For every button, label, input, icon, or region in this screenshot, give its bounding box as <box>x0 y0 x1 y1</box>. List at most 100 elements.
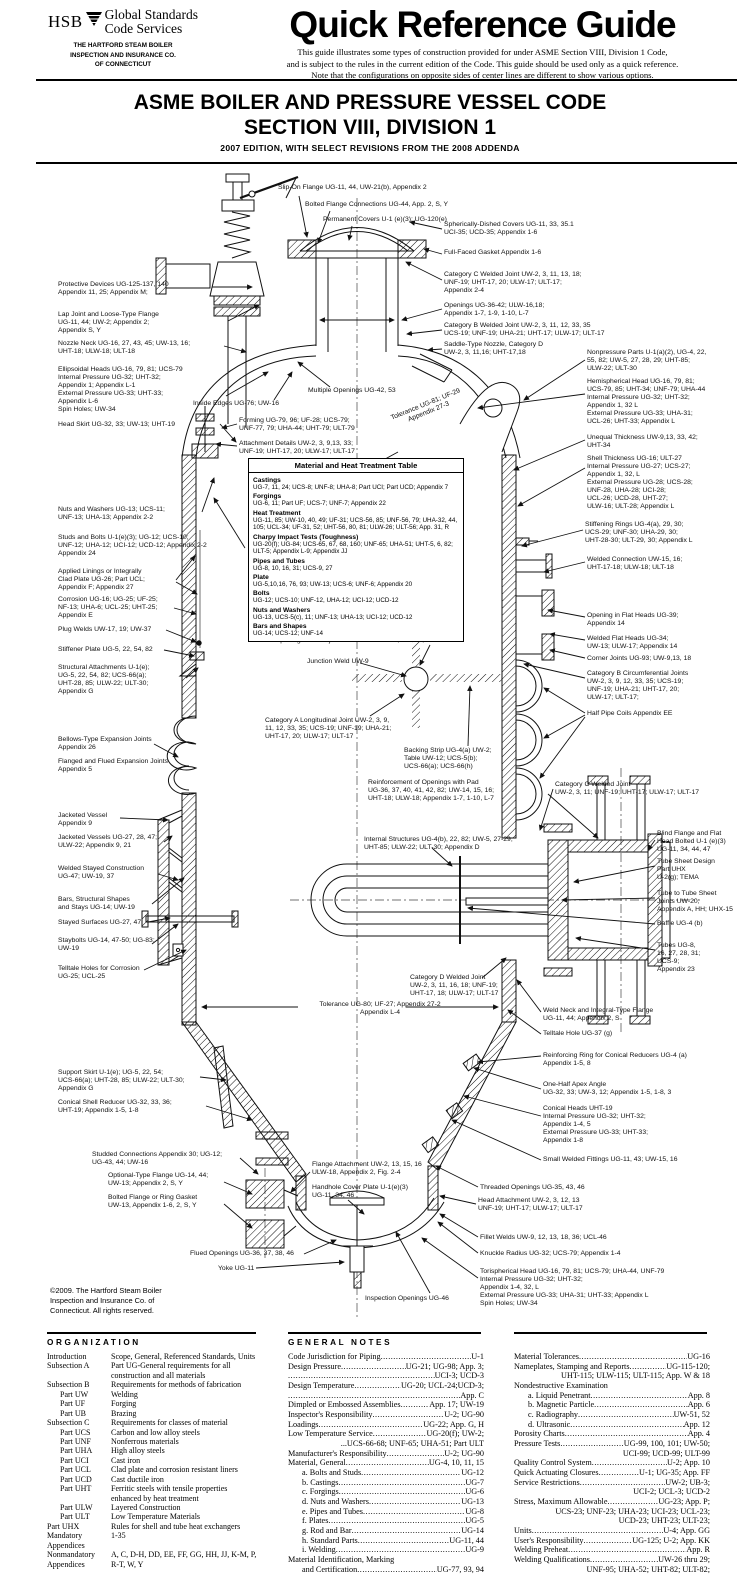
general-note: UCI-99; UCD-99; ULT-99 <box>622 1448 710 1458</box>
hsb-logo-text: HSB <box>48 12 83 32</box>
organization-term: Part UHX <box>47 1521 80 1531</box>
leader-arrow <box>432 848 453 867</box>
logo-brand-line1: Global Standards <box>104 7 198 22</box>
leader-arrow <box>213 497 245 548</box>
general-note: g. Rod and BarUG-14 <box>288 1526 484 1536</box>
general-note: Quick Actuating ClosuresU-1; UG-35; App.… <box>514 1468 710 1478</box>
leader-arrow <box>240 1158 259 1175</box>
organization-rule <box>47 1332 256 1334</box>
leader-arrow <box>467 905 655 924</box>
edition-line: 2007 EDITION, WITH SELECT REVISIONS FROM… <box>220 143 520 153</box>
general-note: Welding QualificationsUW-26 thru 29; <box>514 1555 710 1565</box>
leader-arrow <box>647 840 655 851</box>
material-row-refs: UG-14; UCS-12; UNF-14 <box>253 630 323 638</box>
leader-arrow <box>317 211 330 244</box>
organization-term: Part UCS <box>60 1427 91 1437</box>
leader-arrow <box>523 662 585 678</box>
general-note: LoadingsUG-22; App. G, H <box>288 1420 484 1430</box>
material-row-refs: UG-6, 11; Part UF; UCS-7; UNF-7; Appendi… <box>253 500 386 508</box>
organization-desc: Forging <box>111 1399 137 1409</box>
organization-desc: Low Temperature Materials <box>111 1512 201 1522</box>
leader-arrow <box>539 717 585 779</box>
leader-arrow <box>148 916 171 922</box>
leader-arrow <box>538 789 553 831</box>
organization-desc: Clad plate and corrosion resistant liner… <box>111 1465 238 1475</box>
leader-arrow <box>215 441 237 448</box>
general-note: UCS-23; UNF-23; UHA-23; UCI-23; UCL-23; <box>555 1506 710 1516</box>
organization-desc: Requirements for classes of material <box>111 1418 228 1428</box>
general-note: i. WeldingUG-9 <box>288 1545 484 1555</box>
leader-arrow <box>405 261 442 280</box>
leader-arrow <box>200 1077 227 1083</box>
leader-arrow <box>120 817 169 823</box>
general-note: Design TemperatureUG-20; UCL-24;UCD-3; <box>288 1381 484 1391</box>
leader-arrow <box>256 1259 345 1268</box>
leader-arrow <box>419 645 430 666</box>
organization-desc: Layered Construction <box>111 1503 181 1512</box>
organization-desc: Nonferrous materials <box>111 1436 179 1446</box>
general-notes-heading: GENERAL NOTES <box>288 1338 393 1347</box>
leader-arrow <box>543 687 585 713</box>
organization-desc: Carbon and low alloy steels <box>111 1427 200 1437</box>
leader-arrow <box>176 582 198 595</box>
leader-arrow <box>451 1119 541 1160</box>
leader-arrow <box>304 1239 337 1254</box>
leader-arrow <box>164 650 195 658</box>
leader-arrow <box>573 866 655 884</box>
general-note: Material TolerancesUG-16 <box>514 1352 710 1362</box>
leader-arrow <box>164 835 173 842</box>
logo-brand-line2: Code Services <box>104 21 183 37</box>
leader-arrow <box>224 1204 253 1229</box>
vessel-outline <box>142 174 670 1288</box>
leader-arrow <box>463 1094 541 1116</box>
leader-arrow <box>347 226 353 241</box>
material-row-refs: UG-7, 11, 24; UCS-8; UNF-8; UHA-8; Part … <box>253 484 449 491</box>
leader-arrow <box>467 685 473 746</box>
organization-desc: A, C, D-H, DD, EE, FF, GG, HH, JJ, K-M, … <box>111 1550 257 1569</box>
leader-arrow <box>507 1009 541 1034</box>
page-title: Quick Reference Guide <box>289 4 676 45</box>
general-note: Nameplates, Stamping and ReportsUG-115-1… <box>514 1362 710 1372</box>
leader-arrow <box>477 394 585 411</box>
leader-arrow <box>437 1221 478 1253</box>
general-note: d. UltrasonicApp. 12 <box>514 1420 710 1430</box>
leader-arrow <box>517 468 585 507</box>
material-row-refs: UG-20(f); UG-84; UCS-65, 67, 68, 160; UN… <box>253 540 453 556</box>
leader-arrow <box>290 1172 310 1193</box>
organization-desc: High alloy steels <box>111 1446 165 1456</box>
general-note: UCI-2; UCL-3; UCD-2 <box>633 1487 710 1497</box>
material-row-heading: Forgings <box>253 493 282 501</box>
leader-arrow <box>516 979 541 1012</box>
general-note: a. Bolts and StudsUG-12 <box>288 1468 484 1478</box>
general-note: Manufacturer's ResponsibilityU-2; UG-90 <box>288 1449 484 1459</box>
leader-arrow <box>152 877 185 904</box>
leader-arrow <box>186 667 199 678</box>
general-note: Low Temperature ServiceUG-20(f); UW-2; <box>288 1429 484 1439</box>
logo-sub-line3: OF CONNECTICUT <box>94 61 152 69</box>
leader-arrow <box>477 1056 541 1065</box>
organization-desc: Welding <box>111 1389 138 1399</box>
leader-arrow <box>395 1231 430 1293</box>
general-note: User's ResponsibilityUG-125; U-2; App. K… <box>514 1536 710 1546</box>
material-row-refs: UG-5,10,16, 76, 93; UW-13; UCS-6; UNF-6;… <box>253 580 413 588</box>
leader-arrow <box>409 220 442 229</box>
general-note: and CertificationUG-77, 93, 94 <box>288 1565 484 1575</box>
notes-rule-left <box>288 1332 481 1334</box>
general-note: UCD-23; UHT-23; ULT-23; <box>618 1516 710 1526</box>
leader-arrow <box>421 1237 478 1278</box>
